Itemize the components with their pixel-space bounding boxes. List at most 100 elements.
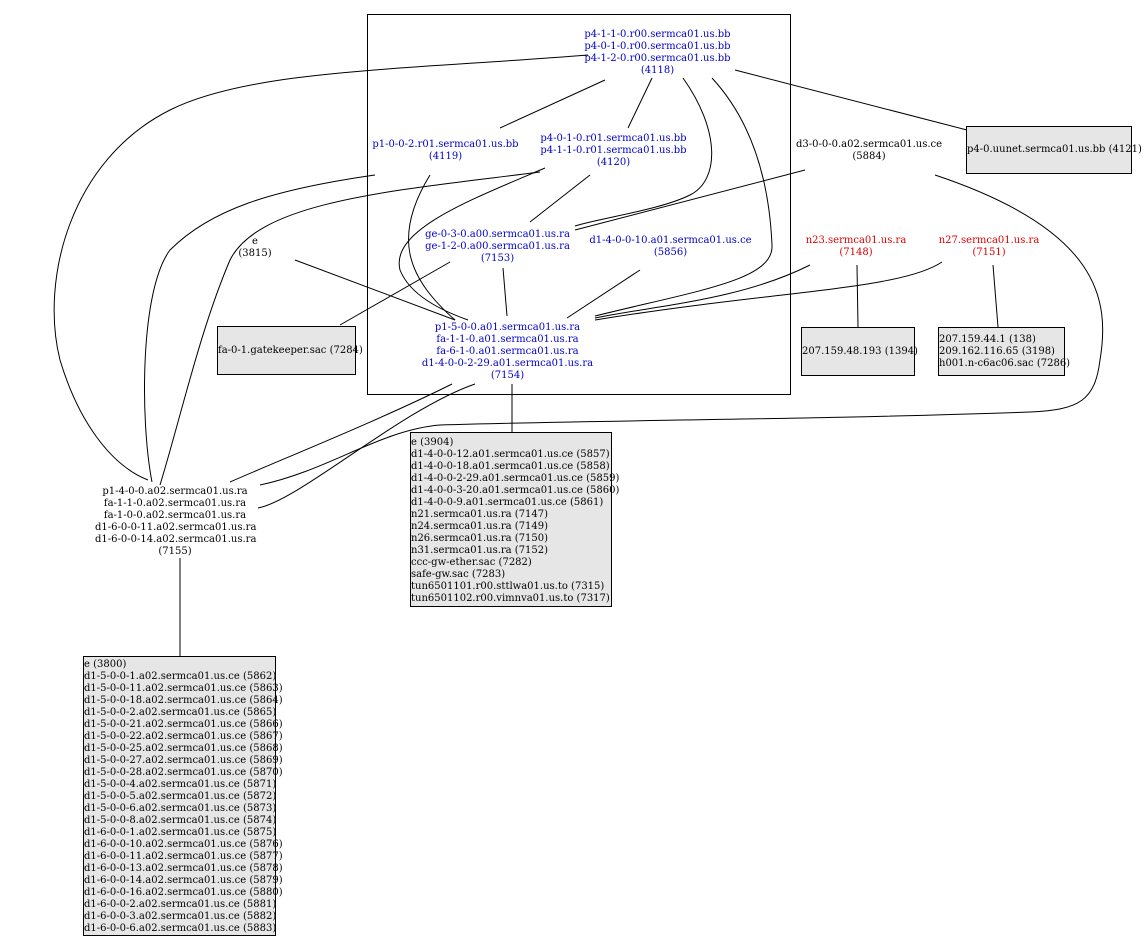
box-3800-row: d1-6-0-0-16.a02.sermca01.us.ce (5880) [84,887,283,898]
box-7286-row: 207.159.44.1 (138) [939,333,1036,345]
node-7155[interactable]: p1-4-0-0.a02.sermca01.us.ra fa-1-1-0.a02… [95,486,257,558]
node-7153-line: ge-1-2-0.a00.sermca01.us.ra [425,241,570,252]
box-3800-row: d1-5-0-0-8.a02.sermca01.us.ce (5874) [84,815,277,826]
node-4119[interactable]: p1-0-0-2.r01.sermca01.us.bb (4119) [368,139,523,163]
node-7155-line: fa-1-1-0.a02.sermca01.us.ra [103,498,247,509]
node-4119-line: p1-0-0-2.r01.sermca01.us.bb [372,139,519,150]
edge-4119-7154-a [408,174,456,321]
edge-4118-7155-a [53,54,589,481]
node-7154[interactable]: p1-5-0-0.a01.sermca01.us.ra fa-1-1-0.a01… [420,322,595,382]
edge-4118-7153 [574,77,713,227]
node-7154-line: fa-1-1-0.a01.sermca01.us.ra [436,334,579,345]
box-3904[interactable]: e (3904) d1-4-0-0-12.a01.sermca01.us.ce … [410,432,620,607]
box-7284[interactable]: fa-0-1.gatekeeper.sac (7284) [217,326,363,375]
box-3800-row: d1-6-0-0-11.a02.sermca01.us.ce (5877) [84,851,283,862]
box-7284-row: fa-0-1.gatekeeper.sac (7284) [218,344,363,356]
edge-4118-7154 [594,77,773,317]
box-3800-row: d1-5-0-0-21.a02.sermca01.us.ce (5866) [84,719,283,730]
node-4118[interactable]: p4-1-1-0.r00.sermca01.us.bb p4-0-1-0.r00… [580,29,735,77]
edge-7151-box [992,264,999,328]
node-7148-id: (7148) [839,247,873,258]
node-7153[interactable]: ge-0-3-0.a00.sermca01.us.ra ge-1-2-0.a00… [420,229,575,265]
box-3800-row: d1-5-0-0-11.a02.sermca01.us.ce (5863) [84,683,283,694]
box-3800-row: d1-6-0-0-14.a02.sermca01.us.ce (5879) [84,875,283,886]
edge-7153-7284 [339,261,451,326]
box-3904-row: d1-4-0-0-3-20.a01.sermca01.us.ce (5860) [411,485,620,496]
node-4120-line: p4-0-1-0.r01.sermca01.us.bb [540,133,687,144]
box-3800-row: d1-5-0-0-6.a02.sermca01.us.ce (5873) [84,803,277,814]
box-3904-row: e (3904) [411,437,454,448]
node-7155-id: (7155) [158,546,192,557]
box-3800-row: d1-5-0-0-25.a02.sermca01.us.ce (5868) [84,743,283,754]
node-5884[interactable]: d3-0-0-0.a02.sermca01.us.ce (5884) [794,139,944,163]
box-3800[interactable]: e (3800) d1-5-0-0-1.a02.sermca01.us.ce (… [83,656,283,936]
node-7148[interactable]: n23.sermca01.us.ra (7148) [800,235,912,259]
box-4121-row: p4-0.uunet.sermca01.us.bb (4121) [967,144,1142,155]
box-7286[interactable]: 207.159.44.1 (138) 209.162.116.65 (3198)… [938,327,1071,376]
node-7153-id: (7153) [480,253,515,264]
node-3815-line: e [252,236,258,247]
box-7286-row: h001.n-c6ac06.sac (7286) [939,357,1071,369]
node-4119-id: (4119) [428,151,463,162]
node-3815[interactable]: e (3815) [230,236,280,260]
node-7151[interactable]: n27.sermca01.us.ra (7151) [933,235,1045,259]
edge-5884-7155 [259,174,1104,486]
edge-5856-7154 [566,269,641,319]
edge-4120-7154 [398,167,546,321]
node-7153-line: ge-0-3-0.a00.sermca01.us.ra [425,229,570,240]
edge-4120-7153 [529,174,591,223]
box-3904-row: tun6501102.r00.vimnva01.us.to (7317) [411,593,610,604]
cluster-frame [367,14,791,395]
box-3800-row: d1-6-0-0-3.a02.sermca01.us.ce (5882) [84,911,277,922]
node-5856[interactable]: d1-4-0-0-10.a01.sermca01.us.ce (5856) [588,235,753,259]
edge-4119-7155 [144,174,376,483]
node-7155-line: d1-6-0-0-11.a02.sermca01.us.ra [95,522,257,533]
node-3815-id: (3815) [238,248,272,259]
box-3904-row: d1-4-0-0-12.a01.sermca01.us.ce (5857) [411,449,610,460]
box-3800-row: d1-5-0-0-18.a02.sermca01.us.ce (5864) [84,695,283,706]
box-3800-row: d1-6-0-0-2.a02.sermca01.us.ce (5881) [84,899,277,910]
node-7151-id: (7151) [972,247,1006,258]
box-1394[interactable]: 207.159.48.193 (1394) [801,327,918,376]
box-3800-row: d1-5-0-0-22.a02.sermca01.us.ce (5867) [84,731,283,742]
box-4121[interactable]: p4-0.uunet.sermca01.us.bb (4121) [966,126,1142,174]
box-3800-row: d1-6-0-0-6.a02.sermca01.us.ce (5883) [84,923,277,934]
box-3904-row: n24.sermca01.us.ra (7149) [411,521,549,532]
box-3800-row: d1-6-0-0-10.a02.sermca01.us.ce (5876) [84,839,283,850]
box-3800-row: d1-6-0-0-13.a02.sermca01.us.ce (5878) [84,863,283,874]
edge-4118-4120 [627,77,653,129]
edge-7154-7155-b [257,383,476,509]
box-3904-row: d1-4-0-0-18.a01.sermca01.us.ce (5858) [411,461,610,472]
node-7155-line: p1-4-0-0.a02.sermca01.us.ra [102,486,248,497]
node-4118-line: p4-1-2-0.r00.sermca01.us.bb [584,53,731,64]
box-3904-row: d1-4-0-0-2-29.a01.sermca01.us.ce (5859) [411,473,620,484]
node-7148-line: n23.sermca01.us.ra [805,235,907,246]
edge-3815-7154 [294,259,456,321]
box-3904-row: d1-4-0-0-9.a01.sermca01.us.ce (5861) [411,497,604,508]
node-5884-line: d3-0-0-0.a02.sermca01.us.ce [795,139,943,150]
node-4120-id: (4120) [596,157,631,168]
edge-7151-7154 [594,261,943,321]
edge-7148-1394 [856,264,859,328]
box-1394-row: 207.159.48.193 (1394) [802,345,918,357]
box-3904-row: n26.sermca01.us.ra (7150) [411,533,549,544]
node-4118-id: (4118) [640,65,675,76]
edge-4118-4121 [734,69,968,131]
node-5856-id: (5856) [653,247,688,258]
box-3904-row: tun6501101.r00.sttlwa01.us.to (7315) [411,581,605,592]
edge-4120-7155 [159,171,541,486]
box-3904-row: n31.sermca01.us.ra (7152) [411,545,549,556]
box-3800-row: e (3800) [84,659,127,670]
box-3800-row: d1-5-0-0-4.a02.sermca01.us.ce (5871) [84,779,277,790]
box-3904-row: safe-gw.sac (7283) [411,569,506,580]
node-7154-line: p1-5-0-0.a01.sermca01.us.ra [434,322,581,333]
node-7155-line: fa-1-0-0.a02.sermca01.us.ra [103,510,247,521]
edge-5884-7153 [574,169,806,231]
node-4120[interactable]: p4-0-1-0.r01.sermca01.us.bb p4-1-1-0.r01… [536,133,691,169]
edge-4118-4119 [499,79,606,129]
node-5856-line: d1-4-0-0-10.a01.sermca01.us.ce [589,235,752,246]
box-3904-row: n21.sermca01.us.ra (7147) [411,509,549,520]
box-3800-row: d1-5-0-0-5.a02.sermca01.us.ce (5872) [84,791,277,802]
node-7154-id: (7154) [490,370,525,381]
